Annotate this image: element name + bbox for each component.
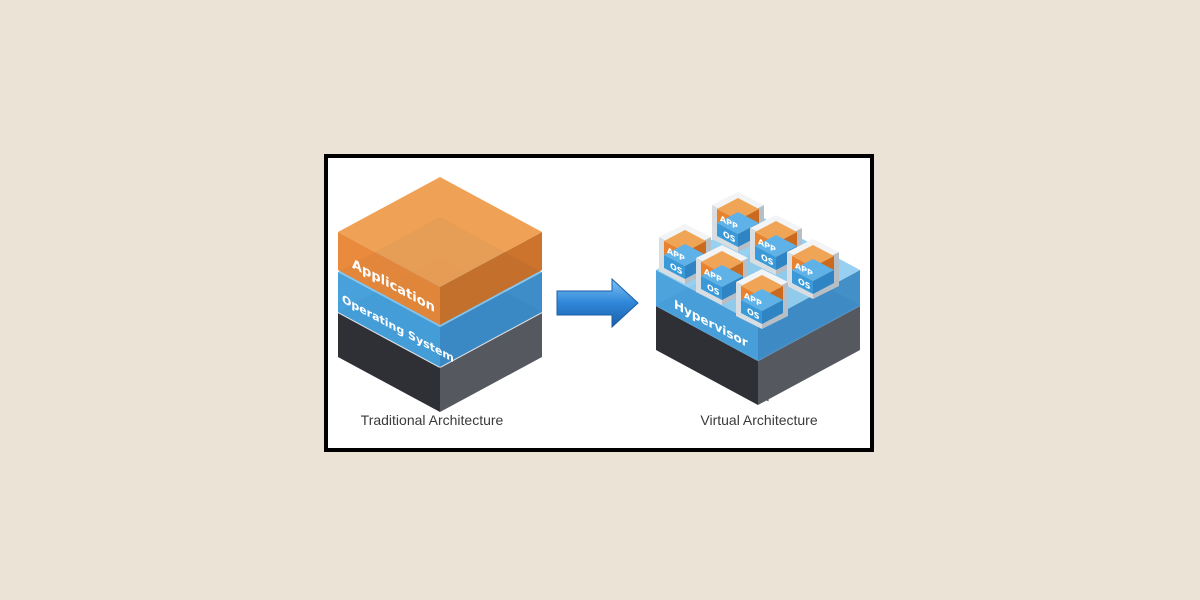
server-front-face xyxy=(338,312,440,412)
hypervisor-layer-front-face xyxy=(656,270,758,361)
vm-os-layer-front-face xyxy=(792,270,813,294)
application-layer-side-face xyxy=(440,232,542,325)
os-layer-front-face xyxy=(338,272,440,367)
vm-os-layer-front-face xyxy=(755,246,776,270)
vm-os-layer-top-face xyxy=(792,259,834,281)
vm-app-layer-top-face xyxy=(755,221,797,243)
right-arrow-icon xyxy=(556,277,639,329)
vm-os-layer-top-face xyxy=(664,244,706,266)
vm-os-layer-front-face xyxy=(664,255,685,279)
vm-app-layer-top-face xyxy=(664,230,706,252)
vm-app-layer-top-face xyxy=(741,275,783,297)
vm-app-layer-top-face xyxy=(717,198,759,220)
server-side-face xyxy=(758,305,860,405)
server-front-face xyxy=(656,305,758,405)
traditional-caption: Traditional Architecture xyxy=(361,412,504,428)
os-layer-side-face xyxy=(440,272,542,367)
vm-os-layer-top-face xyxy=(741,289,783,311)
vm-os-layer-front-face xyxy=(701,276,722,300)
application-layer-top-face xyxy=(338,177,542,287)
server-side-face xyxy=(440,312,542,412)
vm-os-layer-front-face xyxy=(741,300,762,324)
vm-os-layer-side-face xyxy=(813,270,834,294)
vm-os-layer xyxy=(741,289,783,324)
application-layer xyxy=(338,177,542,325)
vm-app-layer-top-face xyxy=(701,251,743,273)
vm-app-layer-top-face xyxy=(792,245,834,267)
hypervisor-layer-side-face xyxy=(758,270,860,361)
application-layer-front-face xyxy=(338,232,440,325)
vm-os-layer-top-face xyxy=(717,212,759,234)
vm-os-layer-front-face xyxy=(717,223,738,247)
vm-os-layer-top-face xyxy=(755,235,797,257)
virtual-caption: Virtual Architecture xyxy=(700,412,817,428)
vm-os-layer-side-face xyxy=(762,300,783,324)
vm-os-layer-top-face xyxy=(701,265,743,287)
vm-os-layer xyxy=(792,259,834,294)
